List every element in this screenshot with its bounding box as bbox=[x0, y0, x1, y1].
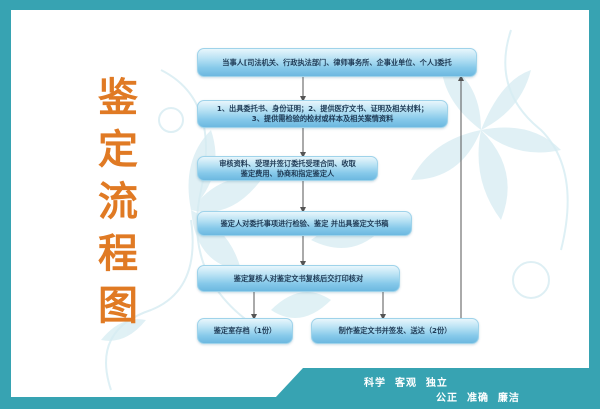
step-text: 鉴定复核人对鉴定文书复核后交打印核对 bbox=[233, 273, 364, 283]
step-text: 鉴定室存档（1份） bbox=[213, 326, 277, 335]
title-char: 定 bbox=[98, 126, 138, 173]
flow-step-archive: 鉴定室存档（1份） bbox=[197, 318, 293, 344]
title-char: 流 bbox=[98, 178, 138, 225]
step-text: 制作鉴定文书并签发、送达（2份） bbox=[338, 326, 452, 335]
step-text: 当事人[司法机关、行政执法部门、律师事务所、企事业单位、个人]委托 bbox=[222, 57, 452, 67]
step-text-line1: 1、出具委托书、身份证明；2、提供医疗文书、证明及相关材料； bbox=[216, 104, 429, 113]
title-char: 图 bbox=[98, 282, 138, 329]
flow-step-client-entrust: 当事人[司法机关、行政执法部门、律师事务所、企事业单位、个人]委托 bbox=[197, 48, 477, 77]
step-text-line2: 鉴定费用、协商和指定鉴定人 bbox=[240, 168, 335, 178]
step-text: 鉴定人对委托事项进行检验、鉴定 并出具鉴定文书稿 bbox=[220, 218, 389, 228]
slogan-line1: 科学 客观 独立 bbox=[364, 378, 448, 389]
flow-step-provide-materials: 1、出具委托书、身份证明；2、提供医疗文书、证明及相关材料； 3、提供需检验的检… bbox=[197, 100, 448, 128]
title-char: 鉴 bbox=[98, 74, 138, 121]
flow-step-issue-deliver: 制作鉴定文书并签发、送达（2份） bbox=[311, 318, 479, 344]
flow-step-examine-appraise: 鉴定人对委托事项进行检验、鉴定 并出具鉴定文书稿 bbox=[197, 211, 412, 236]
slogan-line2: 公正 准确 廉洁 bbox=[436, 393, 520, 404]
title-char: 程 bbox=[98, 230, 138, 277]
step-text-line2: 3、提供需检验的检材或样本及相关案情资料 bbox=[251, 114, 394, 123]
flow-step-review-print: 鉴定复核人对鉴定文书复核后交打印核对 bbox=[197, 265, 400, 292]
page-title: 鉴 定 流 程 图 bbox=[83, 72, 153, 332]
step-text-line1: 审核资料、受理并签订委托受理合同、收取 bbox=[219, 158, 356, 168]
flow-step-review-accept: 审核资料、受理并签订委托受理合同、收取 鉴定费用、协商和指定鉴定人 bbox=[197, 156, 378, 181]
